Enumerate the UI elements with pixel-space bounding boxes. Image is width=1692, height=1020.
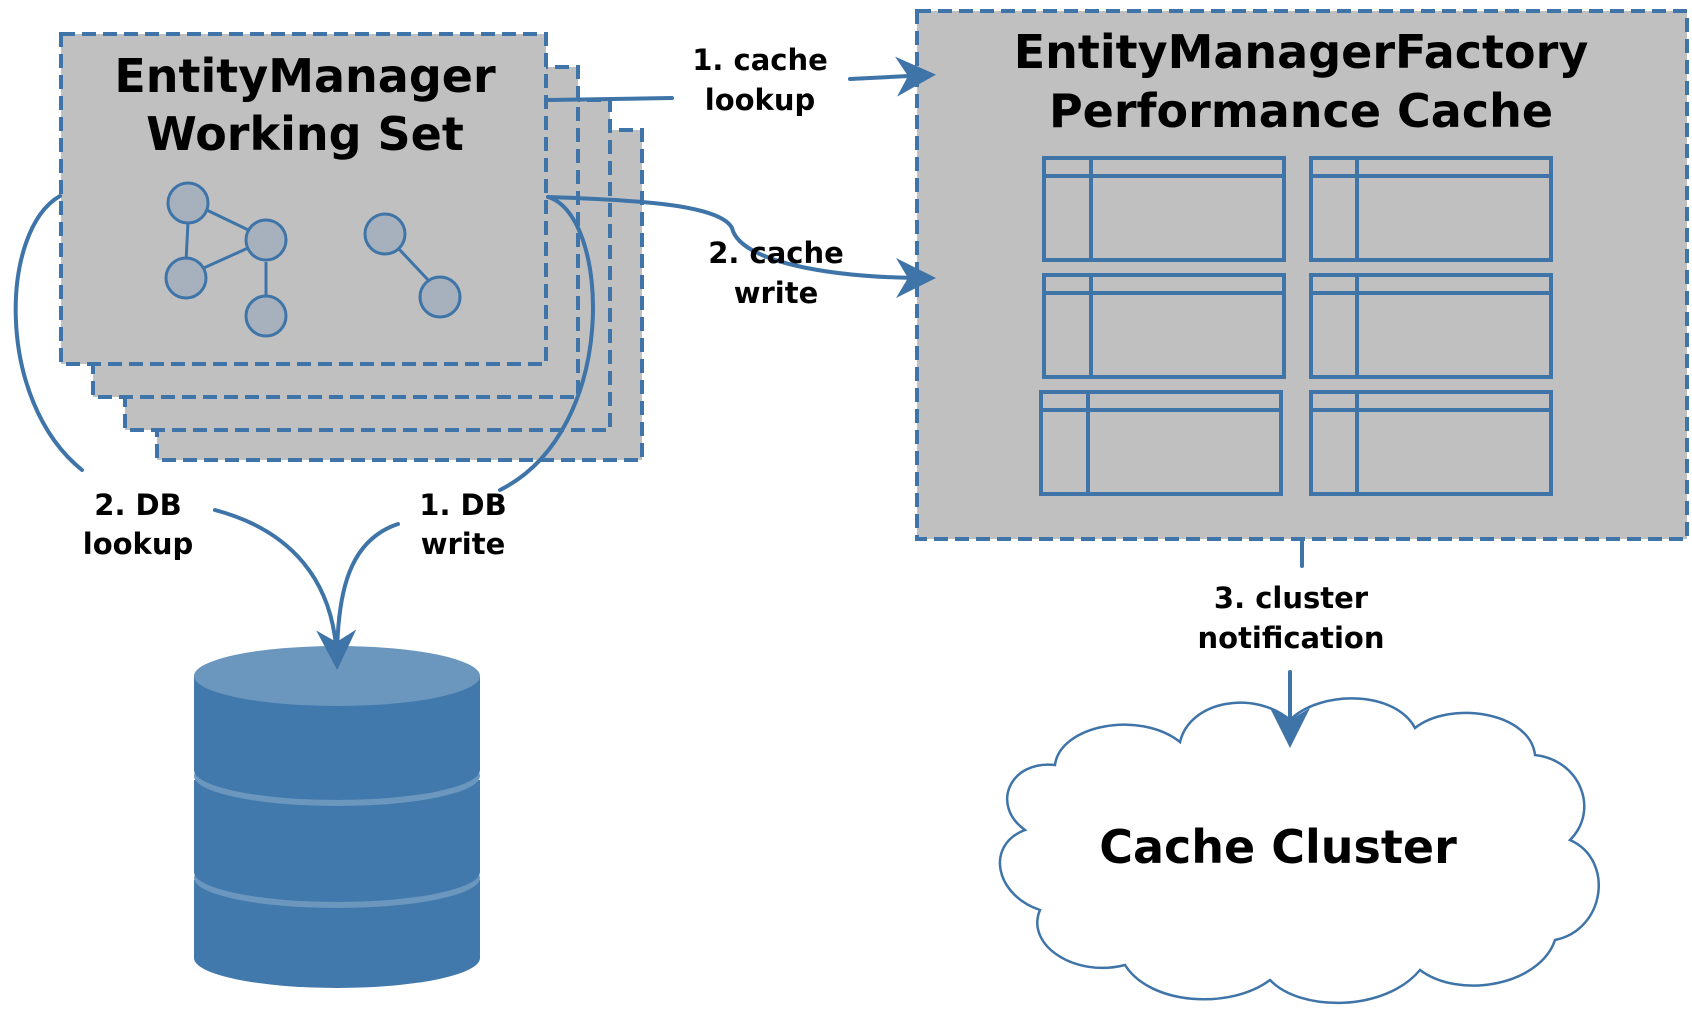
table-icon xyxy=(1309,390,1553,496)
working-set-title-line2: Working Set xyxy=(146,107,464,161)
cluster-notification-label-line2: notification xyxy=(1198,621,1385,655)
db-lookup-connector xyxy=(13,194,84,472)
cloud-icon: Cache Cluster xyxy=(998,697,1600,1004)
table-icon xyxy=(1309,273,1553,379)
table-icon xyxy=(1309,156,1553,262)
database-icon xyxy=(194,646,480,988)
factory-cache-title-line2: Performance Cache xyxy=(1049,84,1553,138)
cache-tables xyxy=(1039,156,1553,496)
table-icon xyxy=(1042,156,1286,262)
db-lookup-arrow xyxy=(213,508,357,670)
database-tier-middle xyxy=(194,780,480,902)
db-lookup-label-line2: lookup xyxy=(83,527,193,561)
factory-cache-title-line1: EntityManagerFactory xyxy=(1014,25,1589,79)
cluster-notification-label-line1: 3. cluster xyxy=(1214,581,1369,615)
working-set-title-line1: EntityManager xyxy=(114,49,496,103)
cache-lookup-arrow-head xyxy=(848,56,936,97)
db-write-connector xyxy=(498,195,595,492)
db-lookup-label-line1: 2. DB xyxy=(94,488,181,522)
cache-lookup-arrow xyxy=(546,96,674,102)
cache-cluster-label: Cache Cluster xyxy=(1099,820,1457,874)
connectors xyxy=(13,56,1310,748)
cache-write-arrow xyxy=(546,195,734,230)
cache-write-label-line1: 2. cache xyxy=(708,236,844,270)
database-top xyxy=(194,646,480,706)
cache-write-arrow-head xyxy=(730,226,936,298)
database-tier-top xyxy=(194,676,480,800)
working-set-stack: EntityManager Working Set xyxy=(59,32,644,462)
table-icon xyxy=(1042,273,1286,379)
flow-labels: 1. cache lookup 2. cache write 2. DB loo… xyxy=(83,43,1385,655)
database-tier-bottom xyxy=(194,880,480,988)
cache-write-label-line2: write xyxy=(734,276,819,310)
db-write-arrow xyxy=(335,522,400,664)
table-icon xyxy=(1039,390,1283,496)
cache-cluster-cloud xyxy=(998,697,1600,1004)
cache-lookup-label-line1: 1. cache xyxy=(692,43,828,77)
factory-cache-panel-group: EntityManagerFactory Performance Cache xyxy=(915,9,1689,541)
db-write-label-line1: 1. DB xyxy=(419,488,506,522)
working-set-panel xyxy=(59,32,548,366)
cache-lookup-label-line2: lookup xyxy=(705,83,815,117)
object-graph-icon xyxy=(164,181,462,338)
db-write-label-line2: write xyxy=(421,527,506,561)
